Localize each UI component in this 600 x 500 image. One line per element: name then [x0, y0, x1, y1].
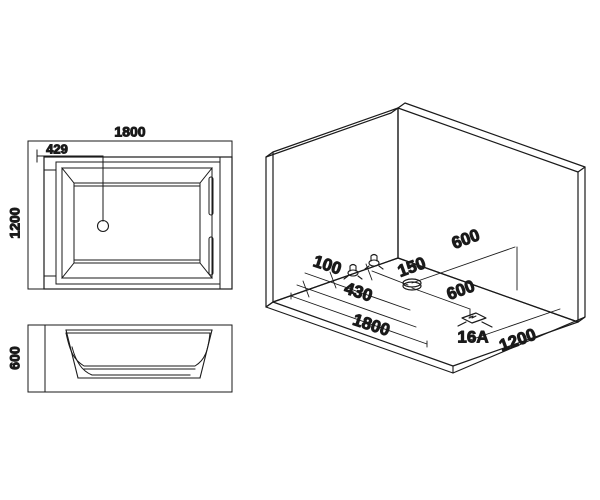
side-dim-height-label: 600	[7, 346, 23, 370]
iso-floor-outer-edge	[265, 301, 586, 374]
plan-left-apron	[43, 169, 57, 277]
side-dimension-frame	[27, 324, 233, 393]
side-elevation-view: 600	[6, 324, 233, 393]
plan-right-endcap	[219, 156, 233, 290]
plan-tub-basin	[60, 167, 214, 279]
iso-power-socket	[457, 312, 493, 328]
plan-dim-width-label: 1800	[114, 124, 145, 140]
iso-tap-valve-right	[364, 253, 384, 270]
iso-dimension-lines	[290, 246, 561, 348]
side-tub-bowl	[65, 332, 211, 379]
plan-dim-depth-label: 1200	[7, 207, 23, 238]
side-tub-profile	[65, 329, 213, 379]
plan-view: 1800 429 1200	[6, 123, 233, 290]
plan-grip-handle-lower	[208, 236, 214, 276]
iso-tap-valve-left	[343, 263, 363, 280]
plan-dim-offset-label: 429	[46, 141, 68, 156]
iso-drain-oval	[402, 278, 422, 291]
plan-grip-handle-upper	[208, 176, 214, 216]
plan-drain-circle	[96, 219, 110, 233]
plan-basin-floor	[73, 185, 201, 261]
iso-socket-rating-label: 16A	[457, 327, 488, 346]
